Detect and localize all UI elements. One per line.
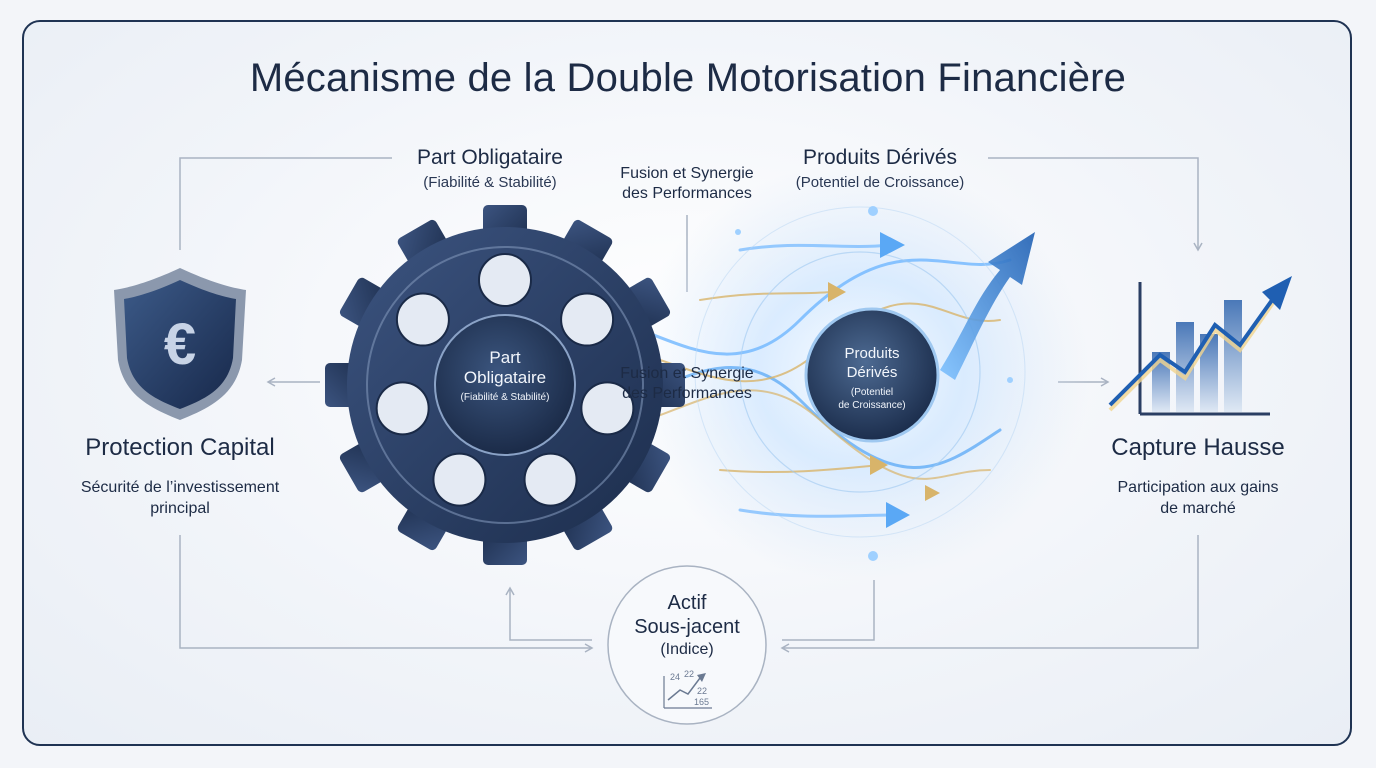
- underlying-line1: Actif: [667, 592, 707, 614]
- mini-number-4: 165: [694, 697, 709, 707]
- capture-title: Capture Hausse: [1111, 434, 1285, 461]
- derivatives-sub: (Potentiel de Croissance): [795, 174, 965, 191]
- rising-chart-icon: [1108, 276, 1292, 416]
- bond-part-sub: (Fiabilité & Stabilité): [423, 174, 557, 191]
- gear-hole: [560, 292, 615, 347]
- derivatives-orb: [804, 307, 940, 443]
- underlying-asset-circle: [607, 565, 767, 725]
- gear-label-line1: Part: [489, 348, 521, 367]
- page-title: Mécanisme de la Double Motorisation Fina…: [249, 56, 1127, 100]
- connector-to-gear: [505, 586, 592, 641]
- gear-label-sub: (Fiabilité & Stabilité): [460, 392, 550, 403]
- connector-top-right: [988, 157, 1203, 252]
- fusion-top-line2: des Performances: [622, 185, 752, 202]
- gear-icon: [325, 205, 685, 565]
- underlying-line3: (Indice): [660, 641, 714, 658]
- mini-number-3: 22: [697, 686, 707, 696]
- connector-bottom-left: [179, 535, 594, 653]
- fusion-top-line1: Fusion et Synergie: [620, 165, 754, 182]
- gear-hole: [580, 381, 635, 436]
- capture-desc-line1: Participation aux gains: [1117, 479, 1279, 496]
- orb-label-line1: Produits: [844, 345, 900, 362]
- connector-from-orb: [782, 580, 875, 641]
- gear-hole: [478, 253, 532, 307]
- mini-number-1: 24: [670, 672, 680, 682]
- orb-sub-line1: (Potentiel: [850, 387, 894, 398]
- gear-hole: [375, 381, 430, 436]
- mini-number-2: 22: [684, 669, 694, 679]
- connector-bottom-right: [780, 535, 1199, 653]
- fusion-mid-line2: des Performances: [622, 385, 752, 402]
- euro-shield-icon: €: [114, 268, 246, 420]
- orb-label-line2: Dérivés: [846, 364, 898, 381]
- gear-hole: [395, 292, 450, 347]
- flow-arrowheads: [735, 206, 1013, 561]
- connector-lines: [179, 157, 1203, 653]
- gear-label-line2: Obligataire: [463, 368, 547, 387]
- growth-arrow-icon: [940, 232, 1035, 380]
- mini-chart-icon: 24 22 22 165: [663, 669, 712, 709]
- bond-part-label: Part Obligataire: [417, 146, 563, 169]
- svg-text:€: €: [164, 312, 196, 377]
- gear-hole: [523, 452, 578, 507]
- protection-title: Protection Capital: [85, 434, 275, 461]
- orb-sub-line2: de Croissance): [838, 400, 906, 411]
- fusion-mid-line1: Fusion et Synergie: [620, 365, 754, 382]
- connector-top-left: [179, 157, 392, 250]
- protection-desc-line2: principal: [150, 500, 210, 517]
- gear-hole: [432, 452, 487, 507]
- underlying-line2: Sous-jacent: [634, 616, 740, 638]
- capture-desc-line2: de marché: [1160, 500, 1236, 517]
- protection-desc-line1: Sécurité de l’investissement: [80, 479, 280, 496]
- derivatives-label: Produits Dérivés: [802, 146, 958, 169]
